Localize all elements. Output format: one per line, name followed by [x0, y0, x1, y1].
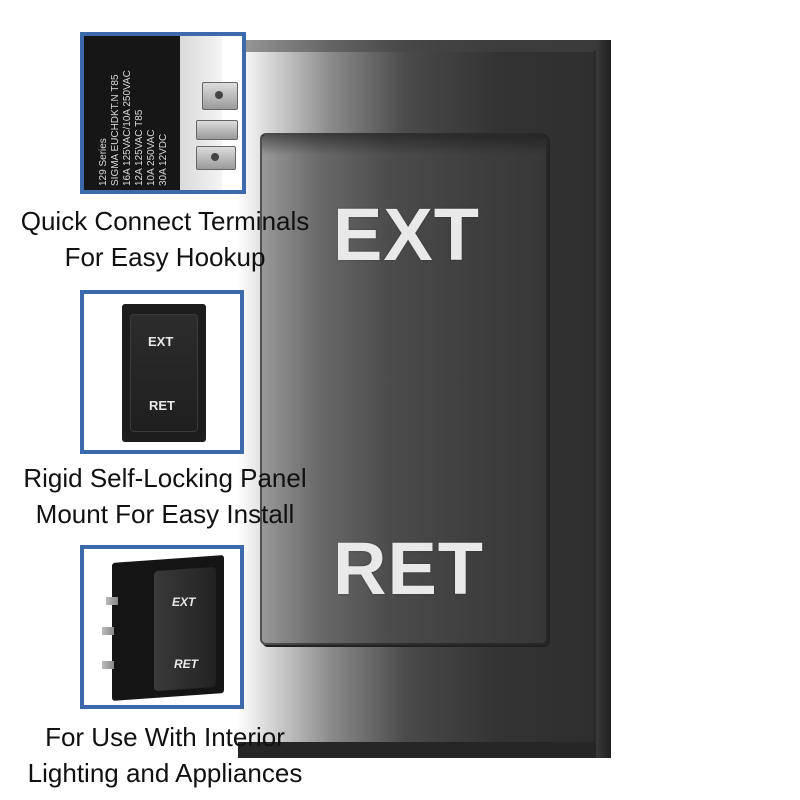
switch-bezel-edge: [596, 40, 611, 758]
caption-line: Rigid Self-Locking Panel: [23, 463, 307, 493]
relay-line: 16A 125VAC/10A 250VAC: [122, 70, 133, 186]
relay-cap: [180, 36, 222, 190]
caption-line: For Easy Hookup: [64, 242, 266, 272]
terminal-pin: [102, 661, 114, 669]
caption-terminals: Quick Connect Terminals For Easy Hookup: [0, 203, 330, 275]
relay-line: 129 Series: [98, 138, 109, 186]
angled-switch-rocker: [154, 566, 216, 692]
caption-panel-mount: Rigid Self-Locking Panel Mount For Easy …: [0, 460, 330, 532]
rocker-ext-label: EXT: [333, 193, 480, 276]
terminals-thumbnail: 129 Series SIGMA EUCHDKT.N T85 16A 125VA…: [80, 32, 246, 194]
terminal-pin: [102, 627, 114, 635]
small-ext-label: EXT: [148, 334, 174, 349]
rocker-ret-label: RET: [333, 527, 484, 610]
caption-line: Quick Connect Terminals: [20, 206, 310, 236]
caption-interior-use: For Use With Interior Lighting and Appli…: [0, 719, 330, 791]
caption-line: Lighting and Appliances: [27, 758, 303, 788]
relay-label-text: 129 Series SIGMA EUCHDKT.N T85 16A 125VA…: [98, 70, 170, 186]
relay-line: SIGMA EUCHDKT.N T85: [110, 74, 121, 186]
relay-line: 12A 125VAC T85: [134, 109, 145, 186]
small-switch-rocker: [130, 314, 198, 432]
relay-line: 10A 250VAC: [146, 129, 157, 186]
rocker-shade: [262, 135, 546, 155]
terminal-pin: [106, 597, 118, 605]
terminal-tab: [196, 146, 236, 170]
caption-line: For Use With Interior: [45, 722, 285, 752]
angled-ext-label: EXT: [172, 595, 196, 609]
panel-mount-thumbnail: EXT RET: [80, 290, 244, 454]
small-ret-label: RET: [149, 398, 175, 413]
terminal-tab: [202, 82, 238, 110]
rocker-button[interactable]: [260, 133, 548, 645]
terminal-tab: [196, 120, 238, 140]
relay-body: [84, 36, 180, 190]
angled-ret-label: RET: [174, 657, 198, 671]
interior-use-thumbnail: EXT RET: [80, 545, 244, 709]
relay-line: 30A 12VDC: [158, 133, 169, 186]
caption-line: Mount For Easy Install: [35, 499, 295, 529]
